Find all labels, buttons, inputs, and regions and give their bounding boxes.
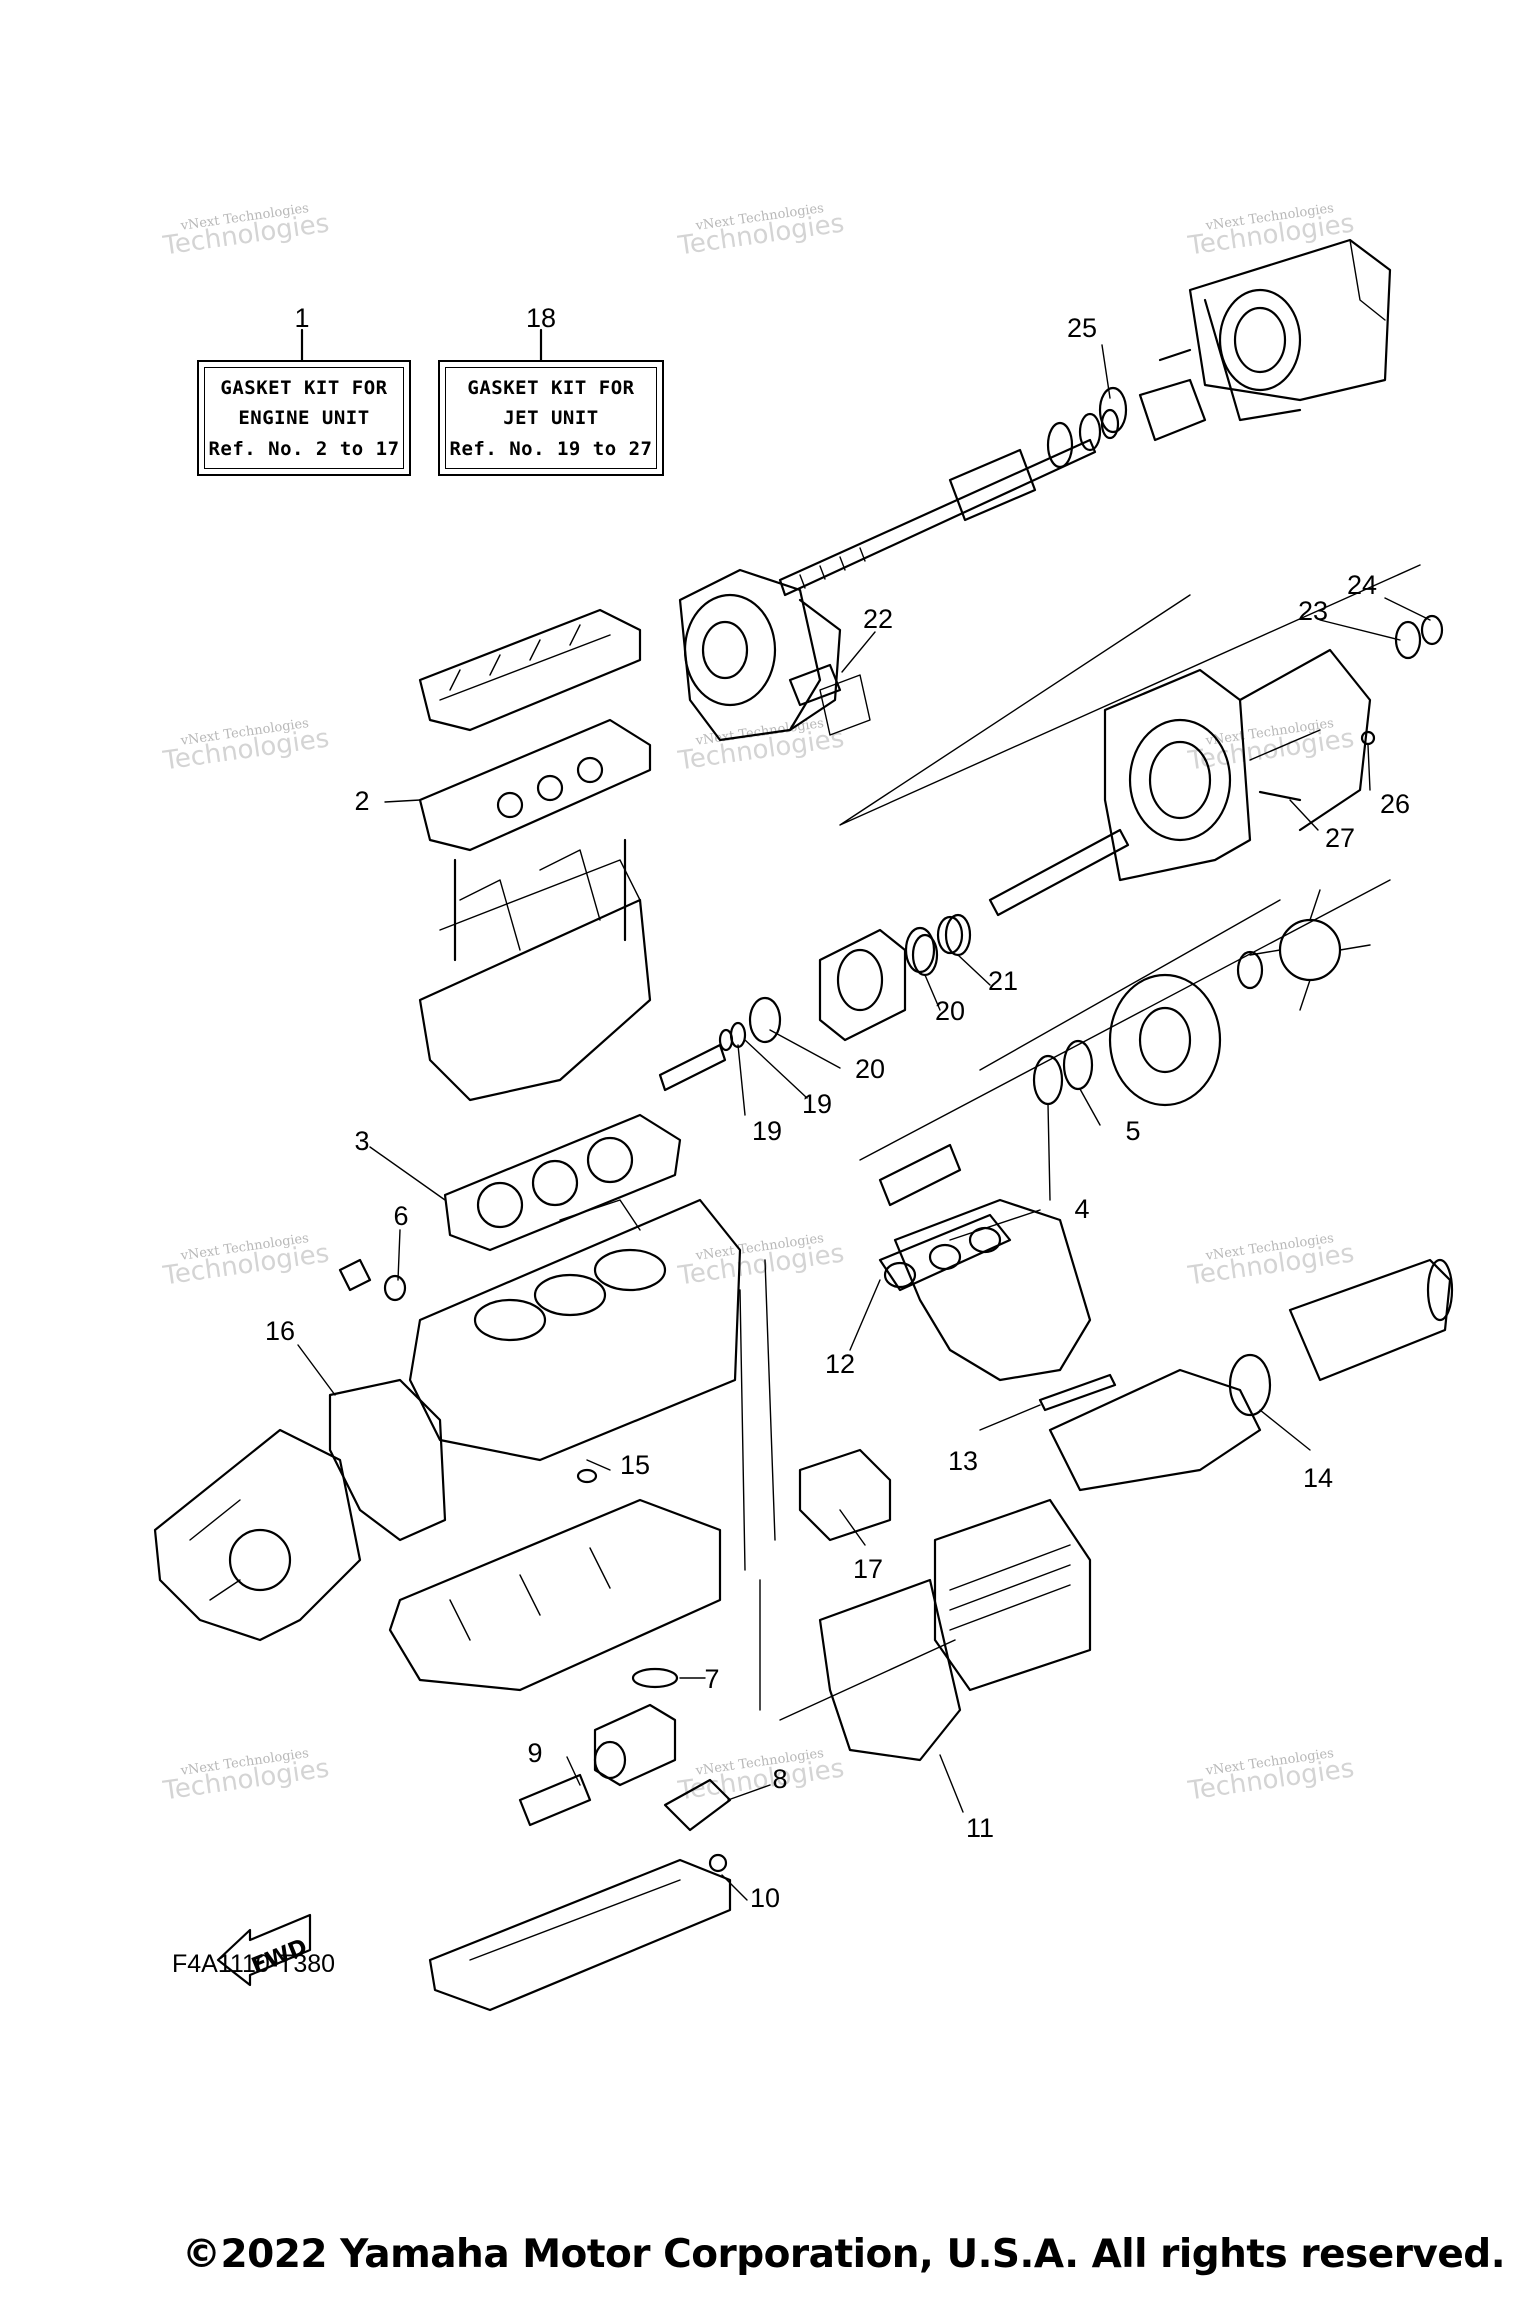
callout-7: 7 bbox=[704, 1664, 719, 1694]
callout-1: 1 bbox=[294, 303, 309, 333]
callout-26: 26 bbox=[1380, 789, 1410, 819]
gasket-9 bbox=[518, 1773, 592, 1827]
callout-23: 23 bbox=[1298, 596, 1328, 626]
coupler-shaft bbox=[658, 1043, 727, 1092]
fitting-6 bbox=[338, 1258, 372, 1292]
callout-20a: 20 bbox=[855, 1054, 885, 1084]
head-gasket-3 bbox=[443, 1113, 682, 1252]
callout-6: 6 bbox=[393, 1201, 408, 1231]
callout-11: 11 bbox=[966, 1813, 994, 1843]
exhaust-manifold bbox=[893, 1198, 1092, 1382]
pump-housing bbox=[1103, 648, 1372, 882]
impeller bbox=[1236, 889, 1371, 1011]
callout-19b: 19 bbox=[802, 1089, 832, 1119]
front-housing bbox=[1108, 973, 1222, 1107]
gasket-27 bbox=[1258, 790, 1302, 802]
callout-8: 8 bbox=[772, 1764, 787, 1794]
callout-18: 18 bbox=[526, 303, 556, 333]
callout-21: 21 bbox=[988, 966, 1018, 996]
oil-seal-5 bbox=[1062, 1039, 1094, 1091]
callout-22: 22 bbox=[863, 604, 893, 634]
valve-cover bbox=[418, 608, 642, 732]
jet-nozzle-housing bbox=[1188, 238, 1392, 422]
kit-line: GASKET KIT FOR bbox=[467, 376, 635, 399]
callout-24: 24 bbox=[1347, 570, 1377, 600]
oil-pan bbox=[428, 1858, 732, 2012]
drive-shaft-upper bbox=[778, 348, 1207, 597]
gasket-13 bbox=[1038, 1373, 1117, 1412]
callout-2: 2 bbox=[354, 786, 369, 816]
valve-cover-gasket-2 bbox=[418, 718, 652, 852]
callout-3: 3 bbox=[354, 1126, 369, 1156]
callout-10: 10 bbox=[750, 1883, 780, 1913]
callouts: 1 18 2 3 4 5 6 7 8 9 10 11 12 13 14 15 1… bbox=[265, 303, 1410, 1913]
gasket-12 bbox=[878, 1213, 1012, 1292]
gasket-11 bbox=[818, 1578, 962, 1762]
spark-plug-seal bbox=[576, 756, 604, 784]
spark-plug-seal bbox=[536, 774, 564, 802]
spark-plug-seal bbox=[496, 791, 524, 819]
callout-16: 16 bbox=[265, 1316, 295, 1346]
gasket-8 bbox=[663, 1778, 732, 1832]
callout-13: 13 bbox=[948, 1446, 978, 1476]
copyright-notice: ©2022 Yamaha Motor Corporation, U.S.A. A… bbox=[182, 2232, 1506, 2277]
o-ring-25 bbox=[1098, 386, 1128, 434]
drawing-code: F4A1110-T380 bbox=[172, 1950, 336, 1978]
kit-line: JET UNIT bbox=[503, 407, 599, 429]
o-ring-26 bbox=[1360, 730, 1376, 746]
gasket-17 bbox=[798, 1448, 892, 1542]
callout-9: 9 bbox=[527, 1738, 542, 1768]
bearing-housing bbox=[818, 928, 907, 1042]
cylinder-block bbox=[408, 1198, 742, 1462]
intermediate-housing bbox=[678, 568, 842, 742]
oil-seal-20b bbox=[748, 996, 782, 1044]
o-ring-19b bbox=[718, 1028, 734, 1052]
oil-pump bbox=[593, 1703, 677, 1787]
gasket-16 bbox=[328, 1378, 447, 1542]
exhaust-pipe bbox=[1048, 1258, 1454, 1492]
oil-seal-23 bbox=[1394, 620, 1422, 660]
kit-box-jet: GASKET KIT FOR JET UNIT Ref. No. 19 to 2… bbox=[438, 360, 664, 476]
kit-line: ENGINE UNIT bbox=[238, 407, 370, 429]
crankcase bbox=[388, 1498, 722, 1692]
bolt-10 bbox=[708, 1853, 728, 1873]
callout-19a: 19 bbox=[752, 1116, 782, 1146]
electrical-box bbox=[933, 1498, 1092, 1692]
gasket-6 bbox=[383, 1274, 407, 1302]
kit-box-engine: GASKET KIT FOR ENGINE UNIT Ref. No. 2 to… bbox=[197, 360, 411, 476]
kit-line: GASKET KIT FOR bbox=[220, 376, 388, 399]
callout-4: 4 bbox=[1074, 1194, 1089, 1224]
kit-line: Ref. No. 19 to 27 bbox=[449, 437, 653, 460]
callout-25: 25 bbox=[1067, 313, 1097, 343]
cylinder-head bbox=[418, 838, 652, 1102]
o-ring-24 bbox=[1420, 614, 1444, 646]
fwd-arrow-icon bbox=[216, 1913, 312, 1987]
gasket-22 bbox=[788, 663, 842, 707]
callout-5: 5 bbox=[1125, 1116, 1140, 1146]
gasket-14 bbox=[1228, 1353, 1272, 1417]
callout-17: 17 bbox=[853, 1554, 883, 1584]
coupling bbox=[878, 1143, 962, 1207]
oil-seal-4 bbox=[1032, 1054, 1064, 1106]
drive-shaft-middle bbox=[904, 828, 1130, 974]
callout-20b: 20 bbox=[935, 996, 965, 1026]
callout-14: 14 bbox=[1303, 1463, 1333, 1493]
o-ring-7 bbox=[631, 1667, 679, 1689]
side-cover bbox=[153, 1428, 362, 1642]
callout-12: 12 bbox=[825, 1349, 855, 1379]
callout-27: 27 bbox=[1325, 823, 1355, 853]
o-ring-19a bbox=[729, 1021, 747, 1049]
kit-line: Ref. No. 2 to 17 bbox=[208, 437, 400, 460]
callout-15: 15 bbox=[620, 1450, 650, 1480]
o-ring-15 bbox=[576, 1468, 598, 1484]
